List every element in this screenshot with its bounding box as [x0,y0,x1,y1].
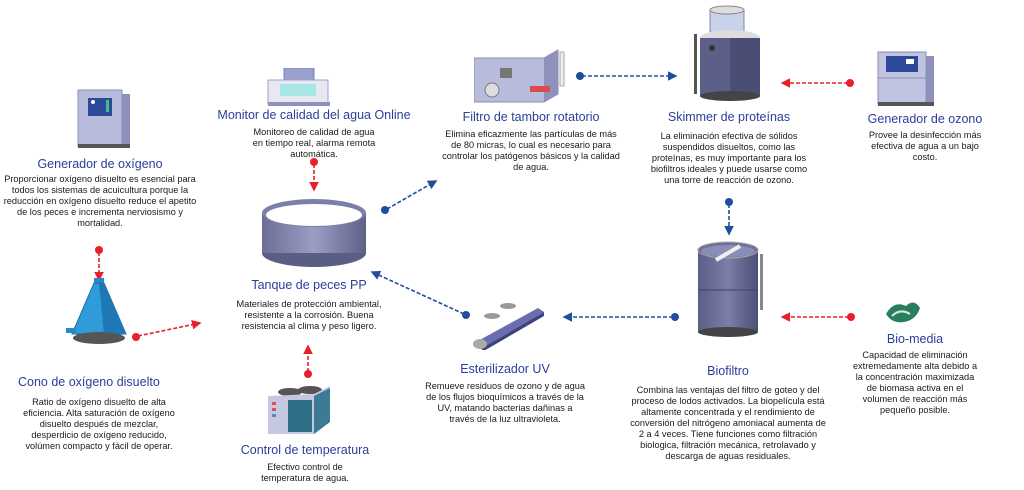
arrow-uv-to-fish-tank [370,270,470,319]
node-description: Elimina eficazmente las partículas de má… [442,129,620,172]
water-monitor-icon [267,68,330,106]
node-bio-media: Bio-media Capacidad de eliminación extre… [850,332,980,416]
oxygen-cone-icon [66,278,127,344]
protein-skimmer-icon [694,5,760,101]
node-description: Materiales de protección ambiental, resi… [236,299,382,331]
node-title: Tanque de peces PP [251,278,367,292]
arrow-cone-to-fish-tank [132,319,202,341]
fish-tank-icon [262,199,366,267]
biofilter-icon [697,241,763,337]
node-title: Biofiltro [707,364,749,378]
node-title: Control de temperatura [240,443,370,457]
node-description: Proporcionar oxígeno disuelto es esencia… [3,174,197,228]
node-title: Generador de oxígeno [37,157,163,171]
node-title: Monitor de calidad del agua Online [217,108,411,122]
node-title: Esterilizador UV [460,362,550,376]
node-temp-control: Control de temperatura Efectivo control … [230,443,380,484]
node-description: Ratio de oxígeno disuelto de alta eficie… [23,397,175,451]
node-biofilter: Biofiltro Combina las ventajas del filtr… [630,364,826,462]
node-oxygen-generator: Generador de oxígeno Proporcionar oxígen… [0,157,200,229]
node-ozone-generator: Generador de ozono Provee la desinfecció… [860,112,990,163]
temp-control-icon [268,386,330,434]
node-description: Monitoreo de calidad de agua en tiempo r… [252,127,376,159]
node-title: Generador de ozono [867,112,983,126]
arrow-skimmer-to-biofilter [724,198,734,236]
arrow-ozone-to-skimmer [780,78,854,88]
node-description: Combina las ventajas del filtro de goteo… [630,385,826,461]
oxygen-generator-icon [77,89,130,148]
node-description: Efectivo control de temperatura de agua. [261,462,349,483]
uv-sterilizer-icon [473,303,544,350]
node-fish-tank: Tanque de peces PP Materiales de protecc… [234,278,384,332]
node-description: Capacidad de eliminación extremedamente … [852,350,978,415]
node-oxygen-cone: Cono de oxígeno disuelto Ratio de oxígen… [18,375,180,452]
arrow-fish-tank-to-drum-filter [381,180,438,214]
node-title: Skimmer de proteínas [667,110,791,124]
node-water-monitor: Monitor de calidad del agua Online Monit… [214,108,414,160]
node-description: Provee la desinfección más efectiva de a… [868,130,982,162]
node-description: La eliminación efectiva de sólidos suspe… [650,131,808,185]
bio-media-icon [886,302,920,323]
arrow-temp-control-to-fish-tank [303,344,313,378]
ozone-generator-icon [877,51,934,106]
arrow-monitor-to-fish-tank [309,158,319,192]
arrow-drum-filter-to-skimmer [576,71,678,81]
node-description: Remueve residuos de ozono y de agua de l… [425,381,585,424]
node-title: Filtro de tambor rotatorio [462,110,600,124]
node-uv-sterilizer: Esterilizador UV Remueve residuos de ozo… [410,362,600,425]
node-drum-filter: Filtro de tambor rotatorio Elimina efica… [440,110,622,173]
arrow-bio-media-to-biofilter [780,312,855,322]
node-title: Bio-media [886,332,944,346]
node-protein-skimmer: Skimmer de proteínas La eliminación efec… [644,110,814,186]
drum-filter-icon [474,49,565,103]
arrow-oxygen-generator-to-cone [94,246,104,282]
node-title: Cono de oxígeno disuelto [18,375,160,389]
arrow-biofilter-to-uv [562,312,679,322]
